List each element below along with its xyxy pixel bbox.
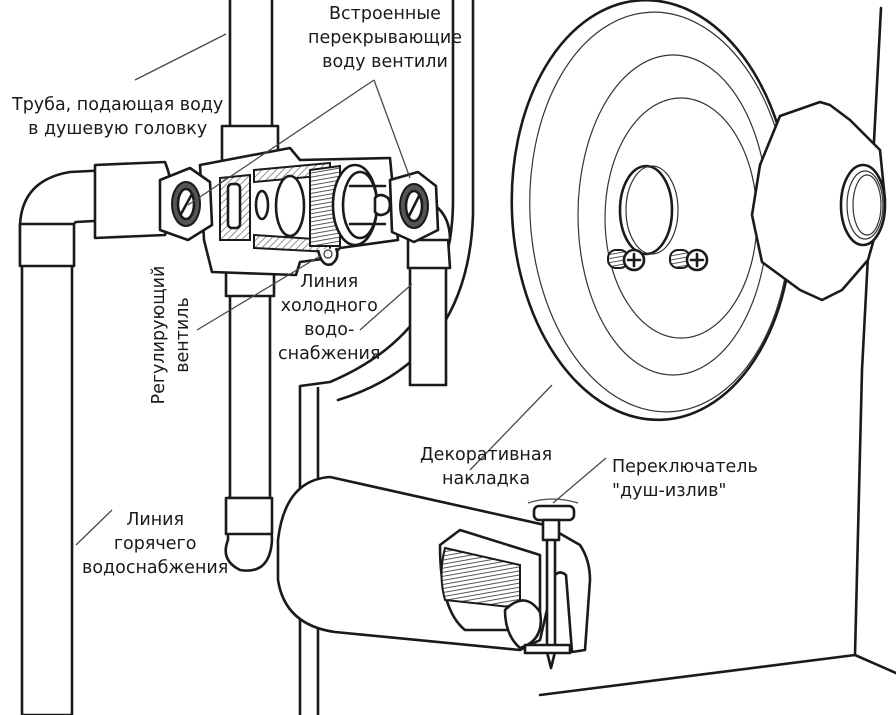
label-line: горячего bbox=[113, 534, 197, 554]
label-line: Линия bbox=[126, 510, 185, 530]
leader-lines bbox=[75, 33, 607, 546]
label-shutoff-valves: Встроенные перекрывающие воду вентили bbox=[308, 2, 462, 74]
label-cold-line: Линия холодного водо- снабжения bbox=[278, 270, 380, 366]
screw-left bbox=[607, 248, 646, 272]
label-line: снабжения bbox=[278, 344, 381, 364]
label-diverter: Переключатель "душ-излив" bbox=[612, 455, 758, 503]
label-hot-line: Линия горячего водоснабжения bbox=[82, 508, 228, 580]
label-line: Труба, подающая воду bbox=[12, 95, 224, 115]
label-control-valve: Регулирующий вентиль bbox=[147, 265, 195, 405]
handle bbox=[750, 100, 887, 302]
label-line: воду вентили bbox=[322, 52, 448, 72]
label-line: холодного bbox=[280, 296, 378, 316]
hot-water-pipe bbox=[18, 160, 174, 715]
label-line: перекрывающие bbox=[308, 28, 462, 48]
label-line: в душевую головку bbox=[28, 119, 208, 139]
label-line: водоснабжения bbox=[82, 558, 229, 578]
shower-supply-pipe bbox=[220, 0, 280, 164]
label-line: вентиль bbox=[173, 297, 193, 373]
label-trim-plate: Декоративная накладка bbox=[420, 443, 552, 491]
label-line: Линия bbox=[300, 272, 359, 292]
escutcheon-plate bbox=[510, 0, 794, 422]
tub-spout bbox=[276, 475, 592, 670]
label-line: Регулирующий bbox=[149, 265, 169, 405]
label-shower-pipe: Труба, подающая воду в душевую головку bbox=[12, 93, 223, 141]
label-line: водо- bbox=[304, 320, 355, 340]
label-line: Встроенные bbox=[329, 4, 441, 24]
label-line: накладка bbox=[442, 469, 531, 489]
label-line: Декоративная bbox=[420, 445, 553, 465]
label-line: "душ-излив" bbox=[612, 481, 727, 501]
label-line: Переключатель bbox=[612, 457, 758, 477]
valve-body bbox=[158, 146, 440, 277]
screw-right bbox=[669, 248, 709, 272]
